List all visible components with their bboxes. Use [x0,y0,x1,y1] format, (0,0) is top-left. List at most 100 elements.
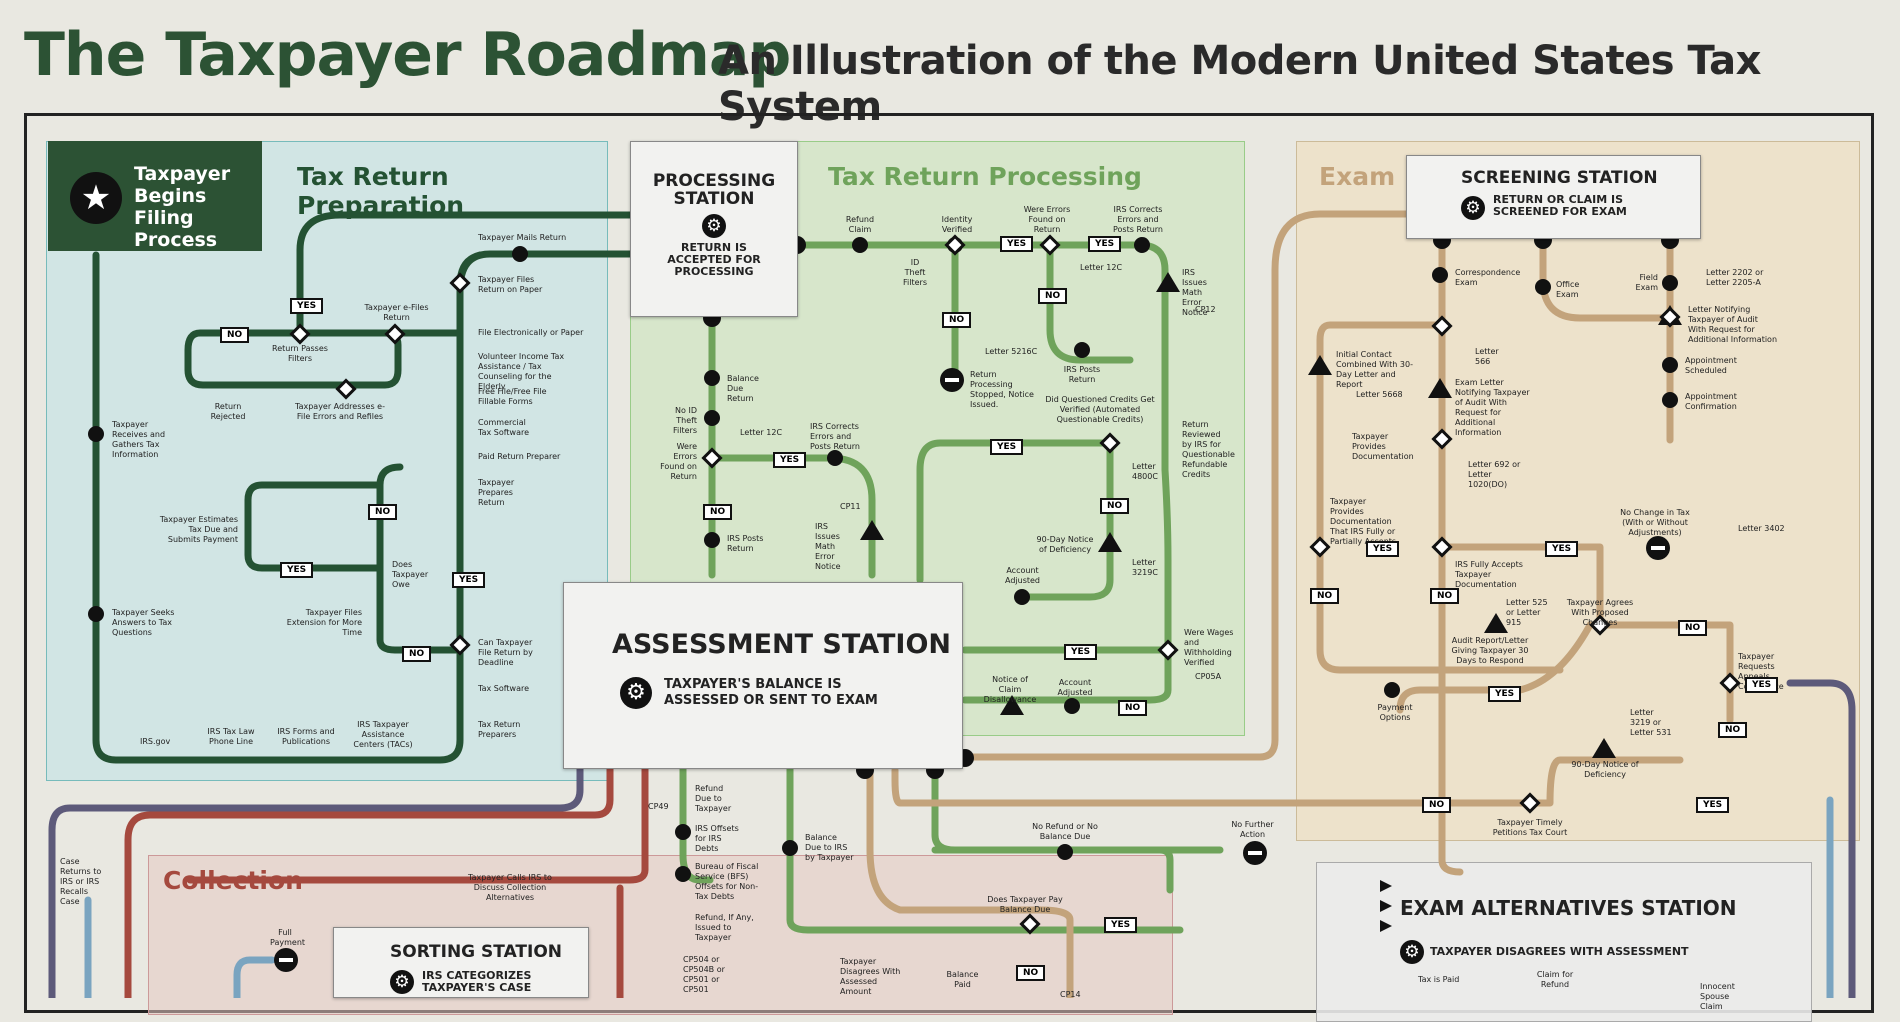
stop-label: Letter 12C [740,428,783,437]
stop-label: Exam Letter Notifying Taxpayer of Audit … [1455,378,1530,437]
blue-route [84,796,1834,998]
stop-label: Correspondence Exam [1455,268,1521,287]
yes-badge: YES [1696,797,1730,813]
yes-badge: YES [773,452,807,468]
stop-label: Taxpayer Disagrees With Assessed Amount [840,957,901,996]
stop-label: No Further Action [1231,820,1274,839]
stop-label: CP14 [1060,990,1081,999]
stop-label: File Electronically or Paper [478,328,584,337]
collection-routes [124,736,649,998]
stop-label: Taxpayer Timely Petitions Tax Court [1492,818,1568,837]
stop-label: Innocent Spouse Claim [1700,982,1735,1011]
stop-label: Balance Due to IRS by Taxpayer [805,833,854,862]
stop-label: IRS Posts Return [1063,365,1101,384]
stop-label: Balance Paid [946,970,979,989]
stop-label: IRS Forms and Publications [277,727,335,746]
yes-badge: YES [1000,236,1034,252]
stop-label: Refund Claim [845,215,875,234]
stop-label: IRS Issues Math Error Notice [815,522,841,571]
exam-alternatives-desc: TAXPAYER DISAGREES WITH ASSESSMENT [1430,945,1689,958]
stop-label: Taxpayer Receives and Gathers Tax Inform… [112,420,166,459]
processing-station-title: PROCESSING STATION [652,171,776,209]
stop-label: IRS Taxpayer Assistance Centers (TACs) [353,720,413,749]
stop-label: Taxpayer e-Files Return [364,303,429,322]
sorting-station: SORTING STATION ⚙ IRS CATEGORIZES TAXPAY… [333,927,589,998]
stop-label: Taxpayer Calls IRS to Discuss Collection… [468,873,552,902]
stop-label: Were Errors Found on Return [1023,205,1071,234]
screening-station-title: SCREENING STATION [1461,168,1658,188]
no-badge: NO [1100,498,1130,514]
stop-label: No Refund or No Balance Due [1032,822,1098,841]
stop-label: Taxpayer Provides Documentation That IRS… [1330,497,1397,546]
sorting-station-desc: IRS CATEGORIZES TAXPAYER'S CASE [422,969,532,994]
stop-label: Taxpayer Provides Documentation [1352,432,1414,461]
no-badge: NO [1038,288,1068,304]
stop-label: 90-Day Notice of Deficiency [1571,760,1639,779]
stop-label: Can Taxpayer File Return by Deadline [478,638,533,667]
region-title-processing: Tax Return Processing [828,162,1142,191]
stop-label: Letter 4800C [1132,462,1158,481]
stop-label: ID Theft Filters [903,258,927,287]
stop-label: Free File/Free File Fillable Forms [478,387,547,406]
yes-badge: YES [1104,917,1138,933]
exam-alternatives-title: EXAM ALTERNATIVES STATION [1400,896,1737,920]
stop-label: CP05A [1195,672,1222,681]
yes-badge: YES [1488,686,1522,702]
stop-label: IRS Corrects Errors and Posts Return [1113,205,1163,234]
no-badge: NO [402,646,432,662]
sorting-station-title: SORTING STATION [390,942,563,962]
stop-label: Account Adjusted [1057,678,1093,697]
stop-label: No ID Theft Filters [673,406,697,435]
stop-label: Claim for Refund [1536,970,1574,989]
no-badge: NO [1310,588,1340,604]
stop-label: Does Taxpayer Owe [392,560,429,589]
stop-label: Return Processing Stopped, Notice Issued… [970,370,1034,409]
stop-label: Case Returns to IRS or IRS Recalls Case [60,857,102,906]
gear-icon: ⚙ [390,970,414,994]
stop-label: Letter 692 or Letter 1020(DO) [1468,460,1521,489]
stop-label: Payment Options [1377,703,1413,722]
stop-label: IRS Tax Law Phone Line [207,727,255,746]
stop-label: Letter 2202 or Letter 2205-A [1706,268,1764,287]
processing-station-desc: RETURN IS ACCEPTED FOR PROCESSING [667,241,761,278]
stop-label: IRS Posts Return [727,534,764,553]
stop-label: Letter 5668 [1356,390,1403,399]
gear-icon: ⚙ [631,214,797,238]
start-station: ★ Taxpayer Begins Filing Process [48,141,262,251]
region-title-exam: Exam [1319,162,1396,191]
no-badge: NO [942,312,972,328]
stop-label: Tax is Paid [1418,975,1460,984]
yes-badge: YES [1745,677,1779,693]
no-badge: NO [1718,722,1748,738]
start-label: Taxpayer Begins Filing Process [134,163,231,251]
stop-label: Letter 5216C [985,347,1038,356]
no-badge: NO [703,504,733,520]
gear-icon: ⚙ [1400,940,1424,964]
gear-icon: ⚙ [620,677,652,709]
stop-icons [88,237,1678,882]
stop-label: Bureau of Fiscal Service (BFS) Offsets f… [695,862,759,901]
stop-label: Letter 525 or Letter 915 [1506,598,1548,627]
stop-label: IRS Fully Accepts Taxpayer Documentation [1455,560,1523,589]
no-badge: NO [1430,588,1460,604]
no-badge: NO [1016,965,1046,981]
stop-label: Account Adjusted [1004,566,1040,585]
stop-label: Taxpayer Estimates Tax Due and Submits P… [159,515,238,544]
purple-route [48,679,1856,998]
no-badge: NO [1118,700,1148,716]
yes-badge: YES [1088,236,1122,252]
no-badge: NO [368,504,398,520]
stop-label: Taxpayer Files Extension for More Time [286,608,362,637]
decision-nodes [289,234,1741,935]
stop-label: Taxpayer Prepares Return [478,478,515,507]
assessment-station-desc: TAXPAYER'S BALANCE IS ASSESSED OR SENT T… [664,677,878,708]
stop-label: Tax Software [478,684,530,693]
stop-label: Letter 12C [1080,263,1123,272]
stop-label: Letter 3219 or Letter 531 [1630,708,1672,737]
yes-badge: YES [990,439,1024,455]
stop-label: Full Payment [270,928,306,947]
stop-label: Return Passes Filters [272,344,328,363]
stop-label: Audit Report/Letter Giving Taxpayer 30 D… [1451,636,1529,665]
yes-badge: YES [1545,541,1579,557]
stop-label: IRS Issues Math Error Notice [1182,268,1208,317]
